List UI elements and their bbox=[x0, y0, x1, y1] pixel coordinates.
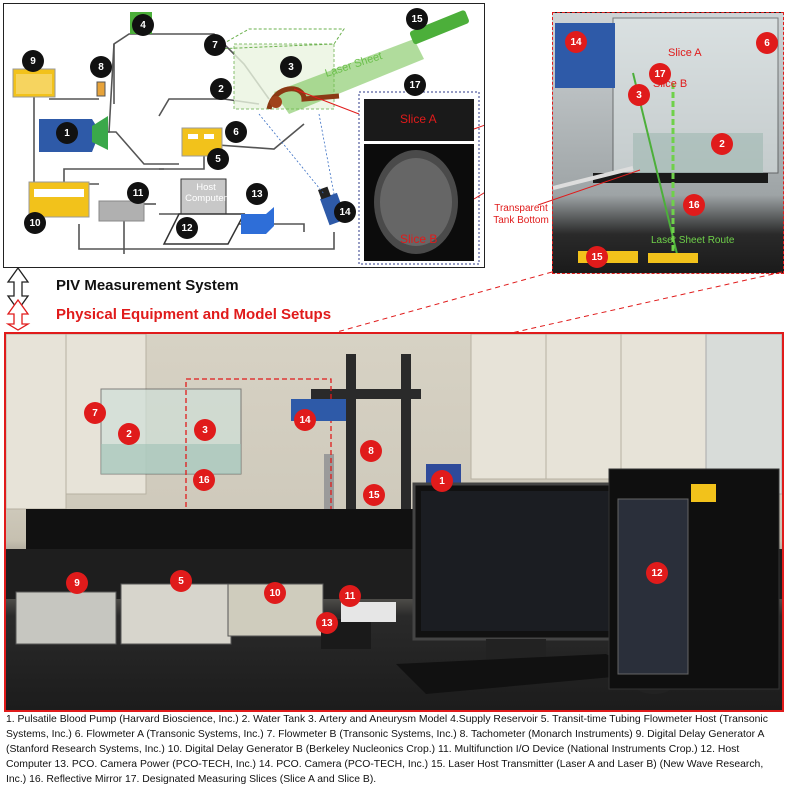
schematic-badge-5: 5 bbox=[207, 148, 229, 170]
equipment-badge-10: 10 bbox=[264, 582, 286, 604]
photo-badge-3: 3 bbox=[628, 84, 650, 106]
photo-badge-16: 16 bbox=[683, 194, 705, 216]
equipment-badge-3: 3 bbox=[194, 419, 216, 441]
schematic-badge-6: 6 bbox=[225, 121, 247, 143]
equipment-photo-drawing bbox=[6, 334, 782, 694]
photo-badge-17: 17 bbox=[649, 63, 671, 85]
photo-slice-a-label: Slice A bbox=[668, 47, 702, 59]
equipment-badge-12: 12 bbox=[646, 562, 668, 584]
equipment-badge-2: 2 bbox=[118, 423, 140, 445]
schematic-badge-10: 10 bbox=[24, 212, 46, 234]
photo-badge-6: 6 bbox=[756, 32, 778, 54]
host-computer-label: Host Computer bbox=[185, 182, 227, 204]
equipment-badge-14: 14 bbox=[294, 409, 316, 431]
slice-a-label: Slice A bbox=[400, 112, 437, 126]
equipment-badge-5: 5 bbox=[170, 570, 192, 592]
equipment-badge-15: 15 bbox=[363, 484, 385, 506]
schematic-badge-12: 12 bbox=[176, 217, 198, 239]
laser-route-label: Laser Sheet Route bbox=[651, 235, 735, 246]
schematic-badge-3: 3 bbox=[280, 56, 302, 78]
photo-badge-2: 2 bbox=[711, 133, 733, 155]
equipment-badge-11: 11 bbox=[339, 585, 361, 607]
schematic-badge-8: 8 bbox=[90, 56, 112, 78]
equipment-badge-9: 9 bbox=[66, 572, 88, 594]
schematic-badge-1: 1 bbox=[56, 122, 78, 144]
equipment-badge-7: 7 bbox=[84, 402, 106, 424]
schematic-badge-17: 17 bbox=[404, 74, 426, 96]
tank-photo-panel: Slice A Slice B Laser Sheet Route 14 6 1… bbox=[552, 12, 784, 274]
schematic-badge-11: 11 bbox=[127, 182, 149, 204]
schematic-badge-13: 13 bbox=[246, 183, 268, 205]
equipment-badge-16: 16 bbox=[193, 469, 215, 491]
photo-badge-15: 15 bbox=[586, 246, 608, 268]
equipment-badge-13: 13 bbox=[316, 612, 338, 634]
schematic-panel: Laser Sheet Host Computer Slice A Slice … bbox=[3, 3, 485, 268]
slice-b-label: Slice B bbox=[400, 232, 438, 246]
physical-setup-title: Physical Equipment and Model Setups bbox=[56, 306, 332, 323]
schematic-badge-9: 9 bbox=[22, 50, 44, 72]
equipment-photo-panel: 7 2 3 14 8 1 16 15 9 5 10 11 13 12 bbox=[4, 332, 784, 712]
schematic-badge-15: 15 bbox=[406, 8, 428, 30]
transparent-tank-bottom-label: Transparent Tank Bottom bbox=[493, 203, 549, 226]
equipment-badge-8: 8 bbox=[360, 440, 382, 462]
schematic-badge-14: 14 bbox=[334, 201, 356, 223]
schematic-badge-4: 4 bbox=[132, 14, 154, 36]
piv-system-title: PIV Measurement System bbox=[56, 277, 239, 294]
schematic-badge-7: 7 bbox=[204, 34, 226, 56]
schematic-drawing bbox=[12, 10, 484, 265]
equipment-badge-1: 1 bbox=[431, 470, 453, 492]
schematic-badge-2: 2 bbox=[210, 78, 232, 100]
figure-caption: 1. Pulsatile Blood Pump (Harvard Bioscie… bbox=[6, 714, 768, 785]
photo-badge-14: 14 bbox=[565, 31, 587, 53]
